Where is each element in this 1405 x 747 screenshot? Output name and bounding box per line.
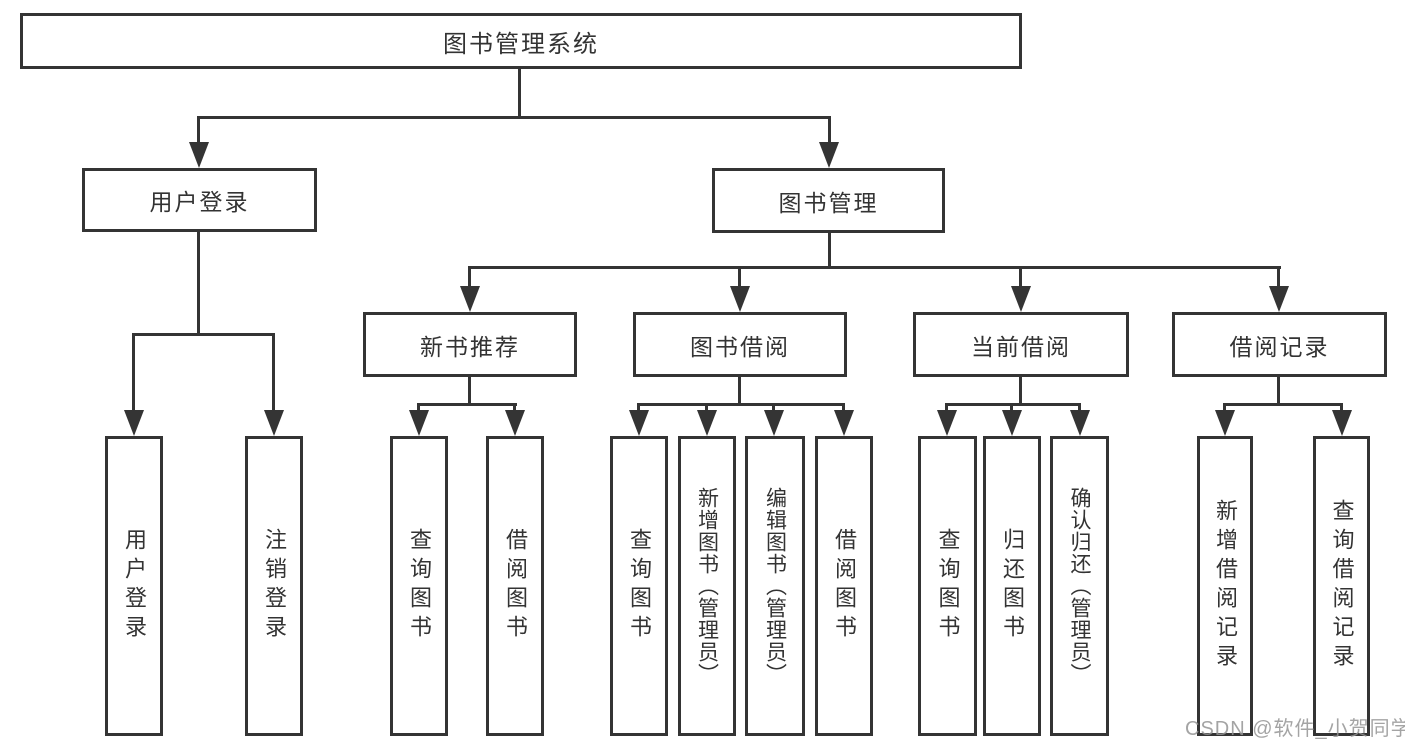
connector-shaft	[197, 117, 200, 144]
leaf-query-books-current: 查询图书	[918, 436, 977, 736]
arrowhead-down-icon	[730, 286, 750, 312]
leaf-borrow-books-recommend: 借阅图书	[486, 436, 544, 736]
connector-split	[417, 403, 517, 406]
connector-shaft	[738, 267, 741, 288]
arrowhead-down-icon	[460, 286, 480, 312]
connector-shaft	[1019, 267, 1022, 288]
connector-stem	[468, 377, 471, 405]
leaf-logout: 注销登录	[245, 436, 303, 736]
leaf-query-books-recommend: 查询图书	[390, 436, 448, 736]
node-borrow-records: 借阅记录	[1172, 312, 1387, 377]
connector-shaft	[468, 267, 471, 288]
arrowhead-down-icon	[764, 410, 784, 436]
connector-shaft	[637, 404, 640, 412]
connector-stem	[1277, 377, 1280, 405]
connector-shaft	[828, 117, 831, 144]
arrowhead-down-icon	[1002, 410, 1022, 436]
leaf-edit-book-admin: 编辑图书（管理员）	[745, 436, 805, 736]
node-new-book-recommend: 新书推荐	[363, 312, 577, 377]
connector-shaft	[772, 404, 775, 412]
arrowhead-down-icon	[819, 142, 839, 168]
arrowhead-down-icon	[409, 410, 429, 436]
leaf-user-login: 用户登录	[105, 436, 163, 736]
arrowhead-down-icon	[937, 410, 957, 436]
arrowhead-down-icon	[505, 410, 525, 436]
connector-root-stem	[518, 69, 521, 117]
arrowhead-down-icon	[1215, 410, 1235, 436]
arrowhead-down-icon	[1269, 286, 1289, 312]
connector-shaft	[513, 404, 516, 412]
connector-split	[132, 333, 275, 336]
node-user-login: 用户登录	[82, 168, 317, 232]
leaf-confirm-return-admin: 确认归还（管理员）	[1050, 436, 1109, 736]
connector-shaft	[705, 404, 708, 412]
leaf-query-books-borrowing: 查询图书	[610, 436, 668, 736]
connector-split	[1223, 403, 1343, 406]
connector-split	[945, 403, 1081, 406]
leaf-add-borrow-record: 新增借阅记录	[1197, 436, 1253, 736]
connector-stem	[197, 232, 200, 335]
leaf-add-book-admin: 新增图书（管理员）	[678, 436, 736, 736]
connector-stem	[738, 377, 741, 405]
connector-shaft	[417, 404, 420, 412]
connector-shaft	[1223, 404, 1226, 412]
node-library-management-system: 图书管理系统	[20, 13, 1022, 69]
connector-stem	[1019, 377, 1022, 405]
arrowhead-down-icon	[697, 410, 717, 436]
connector-shaft	[1078, 404, 1081, 412]
arrowhead-down-icon	[189, 142, 209, 168]
leaf-query-borrow-record: 查询借阅记录	[1313, 436, 1370, 736]
connector-shaft	[945, 404, 948, 412]
connector-shaft	[132, 334, 135, 412]
connector-stem	[828, 233, 831, 268]
connector-shaft	[842, 404, 845, 412]
connector-shaft	[1340, 404, 1343, 412]
connector-shaft	[1010, 404, 1013, 412]
connector-root-split	[197, 116, 831, 119]
connector-split	[637, 403, 845, 406]
node-book-management: 图书管理	[712, 168, 945, 233]
arrowhead-down-icon	[834, 410, 854, 436]
arrowhead-down-icon	[1070, 410, 1090, 436]
arrowhead-down-icon	[124, 410, 144, 436]
csdn-watermark: CSDN @软件_小贺同学	[1185, 718, 1405, 740]
connector-split	[468, 266, 1281, 269]
leaf-return-book: 归还图书	[983, 436, 1041, 736]
node-book-borrowing: 图书借阅	[633, 312, 847, 377]
connector-shaft	[272, 334, 275, 412]
connector-shaft	[1277, 267, 1280, 288]
arrowhead-down-icon	[629, 410, 649, 436]
arrowhead-down-icon	[1332, 410, 1352, 436]
arrowhead-down-icon	[264, 410, 284, 436]
leaf-borrow-books-borrowing: 借阅图书	[815, 436, 873, 736]
node-current-borrowing: 当前借阅	[913, 312, 1129, 377]
arrowhead-down-icon	[1011, 286, 1031, 312]
